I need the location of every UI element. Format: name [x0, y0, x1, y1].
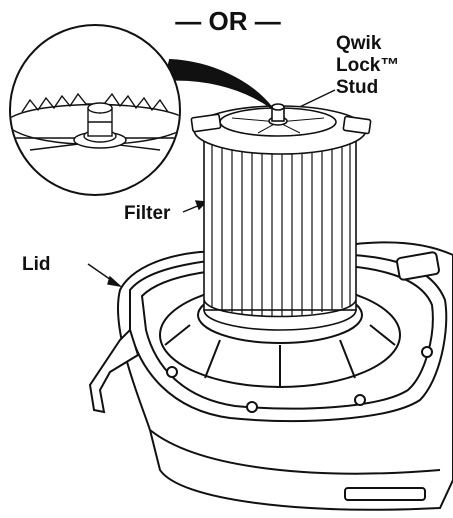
filter-label: Filter — [124, 203, 171, 224]
stud-detail-inset — [9, 24, 273, 196]
filter-pleats — [211, 142, 351, 316]
stud-label-line1: Qwik — [336, 33, 382, 54]
lid-outer-body — [117, 241, 453, 511]
lid-label: Lid — [22, 254, 51, 275]
stud-label-line3: Stud — [336, 77, 378, 98]
lid-screw-3 — [354, 394, 366, 406]
filter-leader-line — [182, 204, 201, 213]
filter-body — [203, 139, 357, 311]
filter-cartridge — [190, 103, 372, 331]
lid-screw-4 — [421, 346, 433, 358]
filter-bottom-rim — [203, 299, 357, 318]
lid-leader-arrowhead — [107, 275, 123, 288]
or-separator-label: — OR — — [175, 6, 280, 36]
lid-screw-1 — [166, 366, 178, 378]
inset-callout-wedge — [163, 58, 273, 109]
qwik-lock-stud — [268, 103, 288, 126]
stud-label-line2: Lock™ — [336, 55, 399, 76]
filter-cap-tabs — [190, 113, 372, 135]
lid-bottom-skirt — [149, 429, 441, 475]
lid-screw-2 — [246, 401, 258, 413]
lid-latch — [396, 251, 440, 281]
lid-handle — [88, 328, 140, 414]
lid-bottom-slot — [344, 487, 426, 501]
